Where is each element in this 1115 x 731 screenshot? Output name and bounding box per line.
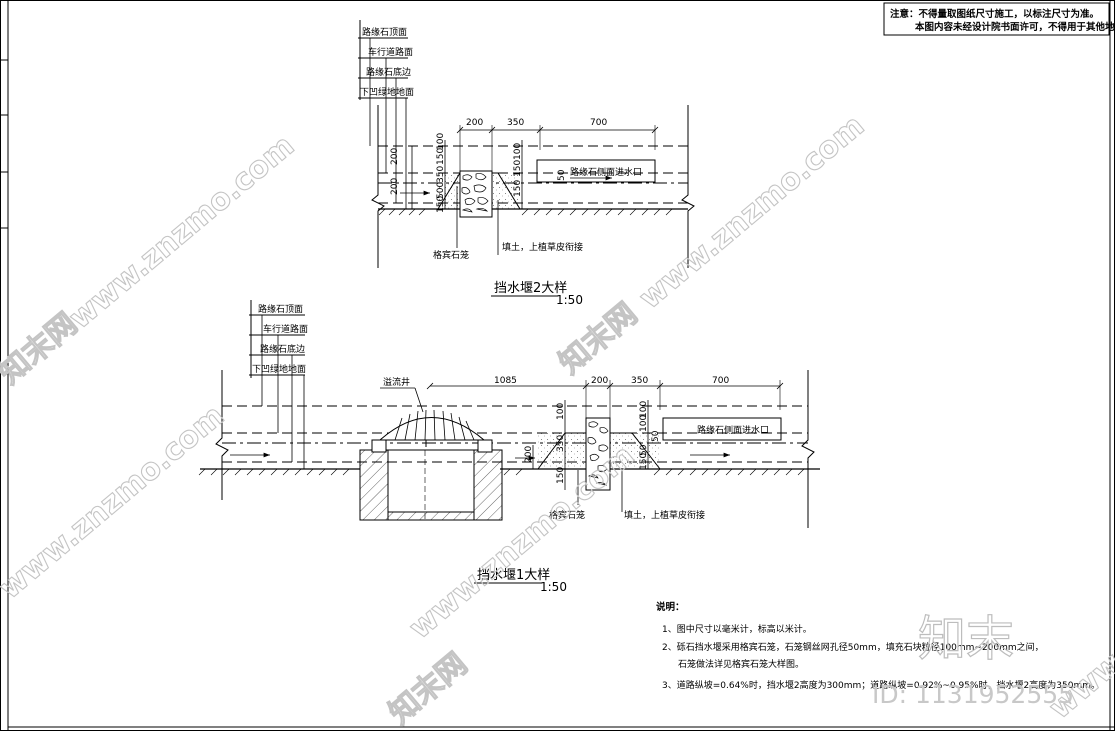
dim-v: 50 bbox=[639, 444, 649, 456]
inlet-label: 路缘石侧面进水口 bbox=[570, 166, 642, 178]
dim-1085: 1085 bbox=[494, 376, 517, 386]
dim-v: 100 bbox=[639, 415, 649, 432]
dim-v: 150 bbox=[513, 180, 523, 197]
watermark-text: 知末网 bbox=[553, 296, 644, 381]
logo-watermark: 知末 bbox=[918, 611, 1014, 667]
dim-v: 100 bbox=[556, 403, 566, 420]
level-label: 下凹绿地地面 bbox=[360, 86, 414, 98]
level-label-group-1: 路缘石顶面 车行道路面 路缘石底边 下凹绿地地面 bbox=[252, 303, 308, 375]
detail-1-labels: 路缘石顶面 车行道路面 路缘石底边 下凹绿地地面 溢流井 1085 200 35… bbox=[252, 303, 769, 594]
dim-700: 700 bbox=[712, 376, 729, 386]
gabion-label: 格宾石笼 bbox=[433, 249, 469, 261]
note-item: 2、砾石挡水堰采用格宾石笼，石笼钢丝网孔径50mm，填充石块粒径100mm~20… bbox=[662, 641, 1044, 653]
detail-2-title: 挡水堰2大样 bbox=[494, 281, 567, 296]
level-label: 车行道路面 bbox=[368, 46, 413, 58]
dim-v: 100 bbox=[639, 401, 649, 418]
dim-700: 700 bbox=[590, 118, 607, 128]
level-label: 下凹绿地地面 bbox=[252, 363, 306, 375]
watermark-text: www.znzmo.com bbox=[0, 398, 231, 606]
level-label-group-2: 路缘石顶面 车行道路面 路缘石底边 下凹绿地地面 bbox=[360, 26, 414, 98]
dim-v: 200 bbox=[524, 446, 534, 463]
note-item: 石笼做法详见格宾石笼大样图。 bbox=[678, 658, 804, 670]
level-label: 路缘石顶面 bbox=[362, 26, 407, 38]
detail-2-scale: 1:50 bbox=[556, 293, 583, 307]
id-watermark: ID: 1131952555 bbox=[872, 680, 1074, 709]
watermark-text: 知末网 bbox=[0, 306, 84, 391]
notes-heading: 说明： bbox=[656, 601, 685, 613]
dim-v: 200 bbox=[390, 178, 400, 195]
dim-v: 150 bbox=[436, 148, 446, 165]
level-label: 车行道路面 bbox=[263, 323, 308, 335]
overflow-well-label: 溢流井 bbox=[383, 376, 410, 388]
gabion-label: 格宾石笼 bbox=[549, 509, 585, 521]
dim-v: 150 bbox=[556, 467, 566, 484]
detail-1-scale: 1:50 bbox=[540, 580, 567, 594]
notice-box: 注意：不得量取图纸尺寸施工，以标注尺寸为准。 本图内容未经设计院书面许可，不得用… bbox=[883, 2, 1115, 36]
notes-block: 说明： 1、图中尺寸以毫米计，标高以米计。 2、砾石挡水堰采用格宾石笼，石笼钢丝… bbox=[656, 601, 1100, 691]
note-item: 3、道路纵坡=0.64%时，挡水堰2高度为300mm；道路纵坡=0.92%~0.… bbox=[662, 679, 1100, 691]
level-label: 路缘石底边 bbox=[260, 343, 305, 355]
level-label: 路缘石底边 bbox=[366, 66, 411, 78]
fill-label: 填土，上植草皮衔接 bbox=[624, 509, 705, 521]
detail-1-title: 挡水堰1大样 bbox=[477, 568, 550, 583]
notice-line1: 注意：不得量取图纸尺寸施工，以标注尺寸为准。 bbox=[890, 8, 1099, 20]
dim-200: 200 bbox=[591, 376, 608, 386]
dim-v: 500 bbox=[436, 182, 446, 199]
watermark-text: www.znzmo.com bbox=[633, 108, 871, 316]
level-label: 路缘石顶面 bbox=[258, 303, 303, 315]
brand-logo-watermark: 知末 ID: 1131952555 bbox=[872, 610, 1074, 709]
note-item: 1、图中尺寸以毫米计，标高以米计。 bbox=[662, 623, 812, 635]
dim-v: 200 bbox=[390, 148, 400, 165]
watermark-text: 知末网 bbox=[383, 646, 474, 731]
dim-v: 150 bbox=[513, 160, 523, 177]
detail-2-section bbox=[358, 20, 695, 268]
dim-350: 350 bbox=[631, 376, 648, 386]
dim-v: 50 bbox=[557, 169, 567, 181]
notice-line2: 本图内容未经设计院书面许可，不得用于其他地方。 bbox=[915, 21, 1115, 33]
dim-v: 350 bbox=[436, 166, 446, 183]
inlet-label: 路缘石侧面进水口 bbox=[697, 424, 769, 436]
detail-1-section bbox=[198, 300, 820, 528]
dim-v: 50 bbox=[651, 430, 661, 442]
dim-v: 100 bbox=[513, 143, 523, 160]
fill-label: 填土，上植草皮衔接 bbox=[502, 241, 583, 253]
dim-350: 350 bbox=[507, 118, 524, 128]
detail-2-labels: 路缘石顶面 车行道路面 路缘石底边 下凹绿地地面 200 350 700 200… bbox=[360, 26, 642, 307]
dim-v: 100 bbox=[436, 133, 446, 150]
dim-v: 150 bbox=[639, 453, 649, 470]
dim-v: 150 bbox=[436, 196, 446, 213]
dim-v: 350 bbox=[556, 435, 566, 452]
dim-200: 200 bbox=[466, 118, 483, 128]
